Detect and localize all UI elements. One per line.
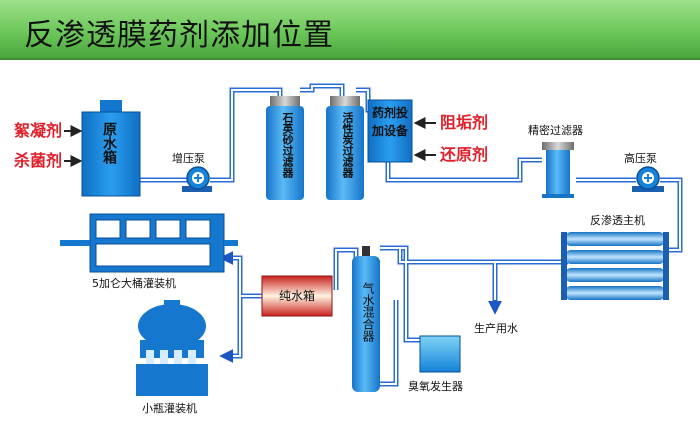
reducer-label: 还原剂 <box>439 145 488 164</box>
page-title: 反渗透膜药剂添加位置 <box>24 18 334 53</box>
ro-main-unit <box>561 232 669 300</box>
high-pressure-pump <box>632 166 664 192</box>
flocculant-label: 絮凝剂 <box>14 121 62 140</box>
production-water-label: 生产用水 <box>474 321 518 335</box>
antiscalant-label: 阻垢剂 <box>440 113 488 132</box>
dosing-device-text: 药剂投加设备 <box>372 106 409 138</box>
bottle-filler-label: 小瓶灌装机 <box>142 401 197 415</box>
booster-pump-label: 增压泵 <box>172 151 205 165</box>
quartz-filter-text: 石英砂过滤器 <box>281 112 294 178</box>
booster-pump <box>182 166 212 192</box>
carbon-filter-text: 活性炭过滤器 <box>341 112 354 178</box>
pure-water-tank <box>261 275 333 317</box>
title-bar <box>0 0 700 60</box>
high-pressure-pump-label: 高压泵 <box>624 151 657 165</box>
bactericide-label: 杀菌剂 <box>14 151 62 170</box>
pipes-inner <box>138 85 681 385</box>
mixer-text: 气水混合器 <box>361 282 375 342</box>
quartz-sand-filter <box>266 96 304 200</box>
ro-main-label: 反渗透主机 <box>590 213 645 227</box>
pure-tank-label: 纯水箱 <box>279 288 315 303</box>
precision-filter <box>542 142 574 198</box>
barrel-filler-label: 5加仑大桶灌装机 <box>92 276 176 290</box>
precision-filter-label: 精密过滤器 <box>528 123 583 137</box>
ozone-generator <box>419 335 461 373</box>
dosing-device <box>367 99 413 163</box>
barrel-filler <box>60 213 238 273</box>
gas-water-mixer <box>352 246 380 392</box>
ozone-generator-label: 臭氧发生器 <box>408 379 463 393</box>
raw-tank-text: 原水箱 <box>101 122 117 164</box>
activated-carbon-filter <box>326 96 364 200</box>
raw-water-tank <box>81 100 141 197</box>
bottle-filler <box>136 300 208 396</box>
